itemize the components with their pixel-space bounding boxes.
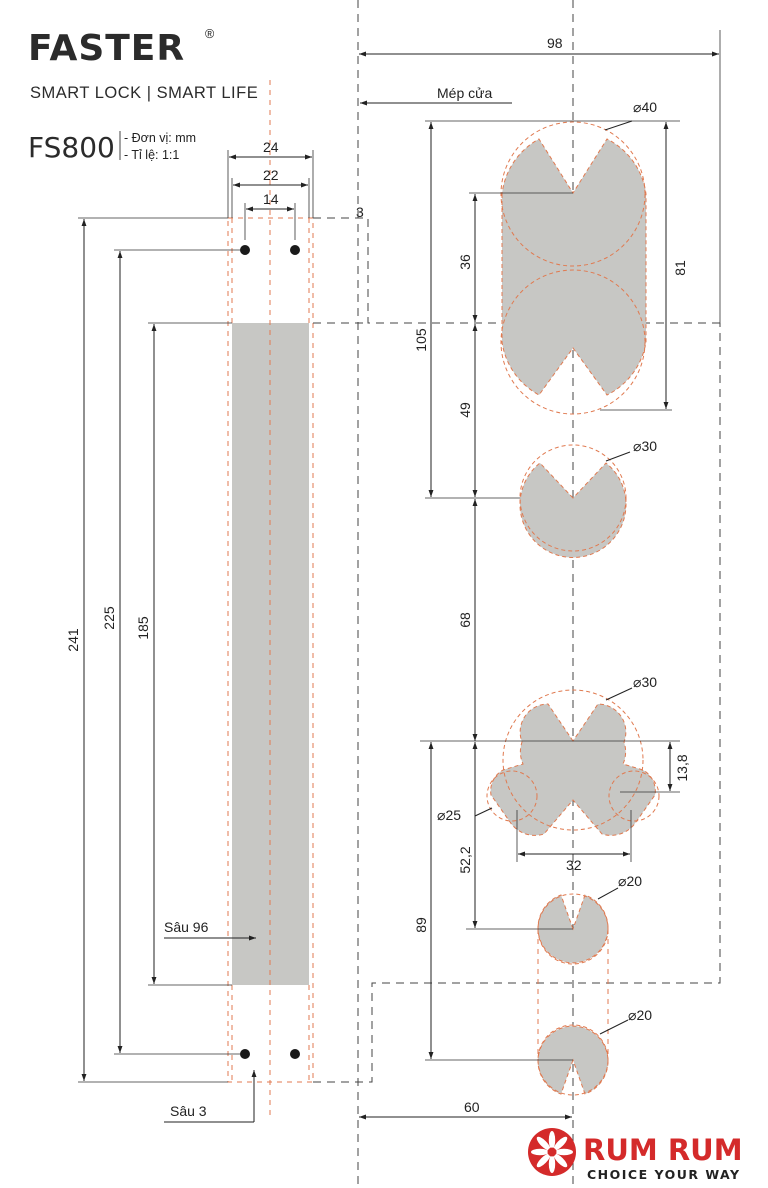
dim-13-8: 13,8 <box>674 754 690 781</box>
depth-3-label: Sâu 3 <box>170 1103 207 1119</box>
handle-cutout <box>500 121 647 415</box>
dim-98: 98 <box>547 35 563 51</box>
flower-cutout: 13,8 32 ⌀30 ⌀25 52,2 <box>420 674 690 928</box>
plate-height-dims: 241 225 185 <box>65 217 240 1083</box>
dim-22: 22 <box>263 167 279 183</box>
dim-d25: ⌀25 <box>437 807 461 823</box>
small-cutouts: ⌀20 ⌀20 89 60 <box>359 742 652 1120</box>
footer-brand-tagline: CHOICE YOUR WAY <box>587 1167 741 1182</box>
dim-89: 89 <box>413 917 429 933</box>
dim-81: 81 <box>672 260 688 276</box>
screw-hole <box>240 1049 250 1059</box>
plate-width-dims: 24 22 14 <box>227 139 314 240</box>
dim-52-2: 52,2 <box>457 846 473 873</box>
brand-tagline: SMART LOCK | SMART LIFE <box>30 84 258 102</box>
registered-mark: ® <box>205 27 215 41</box>
screw-hole <box>290 1049 300 1059</box>
brand-logo: FASTER <box>28 28 185 69</box>
dim-185: 185 <box>135 616 151 640</box>
scale-note: - Tỉ lệ: 1:1 <box>124 148 179 162</box>
flower-logo-icon <box>528 1128 576 1176</box>
depth-96-label: Sâu 96 <box>164 919 209 935</box>
dim-d30-flower: ⌀30 <box>633 674 657 690</box>
dim-68: 68 <box>457 612 473 628</box>
dim-32: 32 <box>566 857 582 873</box>
door-edge-label: Mép cửa <box>437 85 492 101</box>
brand-header: FASTER ® SMART LOCK | SMART LIFE FS800 -… <box>28 27 258 164</box>
dim-d20-top: ⌀20 <box>618 873 642 889</box>
dim-24: 24 <box>263 139 279 155</box>
dim-225: 225 <box>101 606 117 630</box>
footer-brand-name: RUM RUM <box>583 1133 743 1167</box>
dim-3: 3 <box>356 204 364 220</box>
strike-plate <box>227 80 314 1120</box>
footer-brand: RUM RUM CHOICE YOUR WAY <box>528 1128 743 1182</box>
dim-241: 241 <box>65 628 81 652</box>
plate-labels: Sâu 96 Sâu 3 <box>164 919 257 1123</box>
handle-dims: 36 49 105 81 ⌀40 <box>413 99 688 499</box>
dim-d20-bottom: ⌀20 <box>628 1007 652 1023</box>
dim-d40: ⌀40 <box>633 99 657 115</box>
unit-note: - Đơn vị: mm <box>124 131 196 145</box>
dim-60: 60 <box>464 1099 480 1115</box>
cylinder-cutout: ⌀30 68 <box>457 438 657 741</box>
dim-105: 105 <box>413 328 429 352</box>
model-name: FS800 <box>28 131 115 164</box>
dim-14: 14 <box>263 191 279 207</box>
screw-hole <box>290 245 300 255</box>
screw-hole <box>240 245 250 255</box>
dim-d30-top: ⌀30 <box>633 438 657 454</box>
dim-36: 36 <box>457 254 473 270</box>
dim-49: 49 <box>457 402 473 418</box>
